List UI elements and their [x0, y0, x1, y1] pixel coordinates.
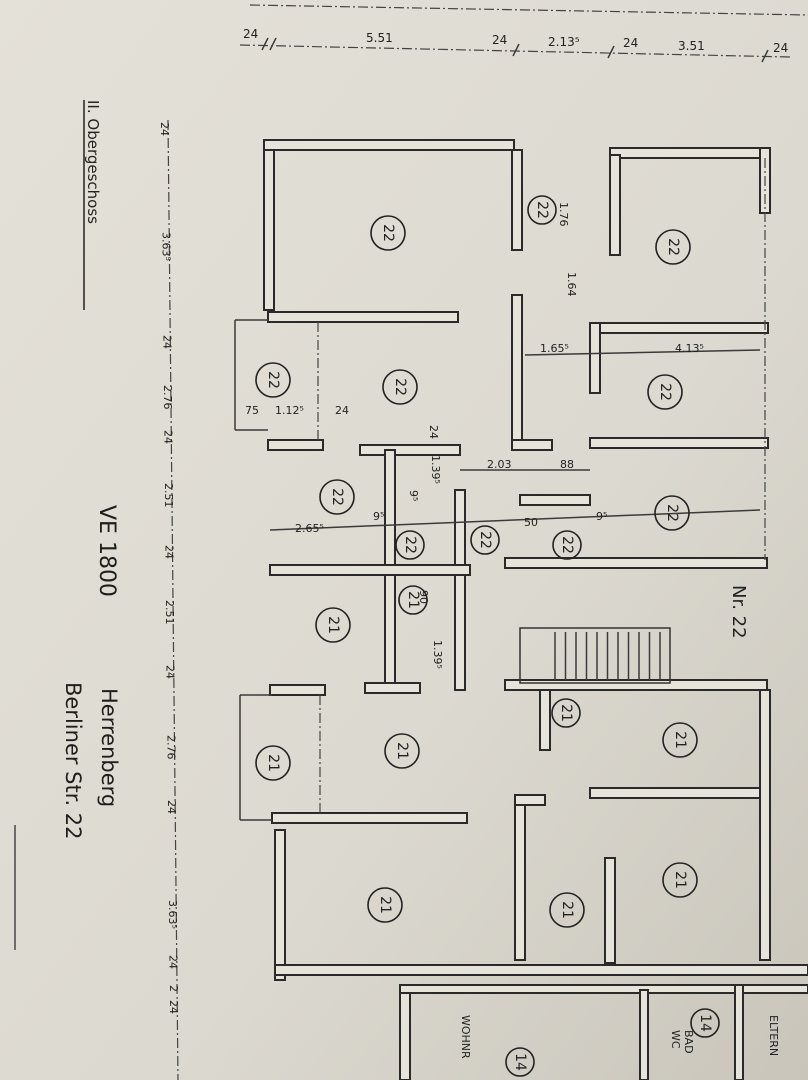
room-number: 22: [664, 504, 680, 522]
left-dimension-label: 24: [160, 335, 173, 349]
room-22-marker: 22: [470, 525, 500, 555]
label-living: WOHNR: [459, 1015, 472, 1059]
room-number: 22: [559, 536, 575, 554]
inner-dimension-label: 24: [335, 404, 349, 417]
room-22-marker: 22: [552, 530, 582, 560]
location-line-1: Herrenberg: [97, 688, 121, 807]
left-dimension-label: 2: [167, 985, 180, 992]
room-21-marker: 21: [384, 733, 420, 769]
room-number: 22: [534, 201, 550, 219]
room-number: 14: [512, 1053, 528, 1071]
inner-dimension-label: 24: [427, 425, 440, 439]
top-dimension-label: 24: [773, 41, 788, 55]
inner-dimension-label: 9⁵: [596, 510, 607, 523]
room-number: 22: [265, 371, 281, 389]
inner-dimension-label: 50: [524, 516, 538, 529]
left-dimension-label: 24: [165, 800, 178, 814]
room-number: 22: [477, 531, 493, 549]
inner-dimension-label: 9⁵: [407, 490, 420, 501]
room-21-marker: 21: [367, 887, 403, 923]
room-22-marker: 22: [255, 362, 291, 398]
top-dimension-label: 2.13⁵: [548, 35, 580, 49]
inner-dimension-label: 75: [245, 404, 259, 417]
room-22-marker: 22: [647, 374, 683, 410]
room-number: 22: [380, 224, 396, 242]
left-dimension-label: 2.76: [164, 735, 177, 760]
inner-dimension-label: 1.39⁵: [429, 455, 442, 484]
room-number: 21: [672, 731, 688, 749]
inner-dimension-label: 1.65⁵: [540, 342, 569, 355]
inner-dimension-label: 2.03: [487, 458, 512, 471]
room-21-marker: 21: [315, 607, 351, 643]
left-dimension-label: 2.76: [161, 385, 174, 410]
location-line-2: Berliner Str. 22: [61, 682, 85, 840]
room-number: 21: [405, 591, 421, 609]
room-number: 22: [392, 378, 408, 396]
room-21-marker: 21: [255, 745, 291, 781]
building-label: Nr. 22: [728, 585, 749, 639]
left-dimension-line: [167, 119, 179, 1080]
inner-dimension-label: 1.12⁵: [275, 404, 304, 417]
room-number: 14: [697, 1014, 713, 1032]
inner-dimension-label: 9⁵: [373, 510, 384, 523]
room-number: 21: [672, 871, 688, 889]
room-21-marker: 21: [398, 585, 428, 615]
left-dimension-label: 24: [161, 430, 174, 444]
room-22-marker: 22: [527, 195, 557, 225]
left-dimension-label: 3.63⁵: [166, 900, 179, 929]
left-dimension-label: 3.63⁵: [159, 232, 172, 261]
label-wc: WC: [669, 1030, 682, 1049]
room-21-marker: 21: [662, 722, 698, 758]
project-code: VE 1800: [94, 505, 119, 597]
room-number: 22: [329, 488, 345, 506]
top-dimension-label: 5.51: [366, 31, 393, 45]
room-number: 21: [559, 901, 575, 919]
left-dimension-label: 2.51: [163, 600, 176, 625]
room-14-marker: 14: [690, 1008, 720, 1038]
room-21-marker: 21: [662, 862, 698, 898]
inner-dimension-label: 90: [417, 590, 430, 604]
inner-dimension-label: 1.39⁵: [431, 640, 444, 669]
left-dimension-label: 24: [158, 122, 171, 136]
room-22-marker: 22: [370, 215, 406, 251]
room-number: 22: [402, 536, 418, 554]
inner-dimension-label: 4.13⁵: [675, 342, 704, 355]
room-number: 21: [377, 896, 393, 914]
left-dimension-label: 2.51: [162, 483, 175, 508]
top-dimension-label: 24: [492, 33, 507, 47]
inner-dimension-label: 2.65⁵: [295, 522, 324, 535]
room-14-marker: 14: [505, 1047, 535, 1077]
left-dimension-label: 24: [167, 955, 180, 969]
room-21-marker: 21: [549, 892, 585, 928]
room-22-marker: 22: [654, 495, 690, 531]
room-number: 21: [558, 704, 574, 722]
room-number: 22: [657, 383, 673, 401]
walls: [234, 139, 808, 1080]
room-number: 22: [665, 238, 681, 256]
left-dimension-label: 24: [162, 545, 175, 559]
top-dimension-label: 24: [623, 36, 638, 50]
top-dimension-label: 3.51: [678, 39, 705, 53]
staircase: [519, 627, 671, 684]
room-22-marker: 22: [319, 479, 355, 515]
top-dimension-line: [239, 4, 808, 63]
room-22-marker: 22: [395, 530, 425, 560]
room-number: 21: [394, 742, 410, 760]
room-22-marker: 22: [382, 369, 418, 405]
title: II. Obergeschoss: [84, 100, 102, 224]
room-21-marker: 21: [551, 698, 581, 728]
room-22-marker: 22: [655, 229, 691, 265]
inner-dimension-label: 88: [560, 458, 574, 471]
top-dimension-label: 24: [243, 27, 258, 41]
room-number: 21: [265, 754, 281, 772]
left-dimension-label: 24: [167, 1000, 180, 1014]
left-dimension-label: 24: [164, 665, 177, 679]
label-bath: BAD: [682, 1030, 695, 1054]
inner-dimension-label: 1.64: [565, 272, 578, 297]
inner-dimension-label: 1.76: [557, 202, 570, 227]
label-parents: ELTERN: [767, 1015, 780, 1056]
room-number: 21: [325, 616, 341, 634]
